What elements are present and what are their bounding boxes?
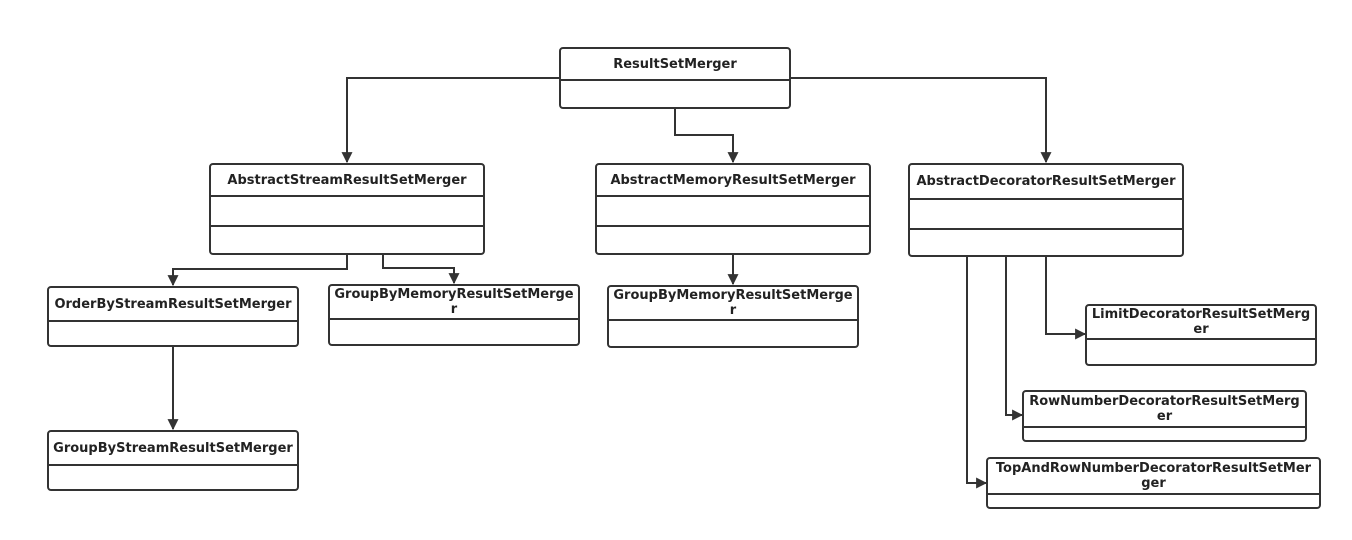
connector-stream-to-order-by-stream [167, 254, 348, 287]
class-name: GroupByMemoryResultSetMerger [334, 287, 574, 317]
connector-root-to-abstract-memory [674, 108, 739, 164]
class-methods [597, 225, 869, 253]
class-body [1024, 426, 1305, 440]
class-box-top-and-row-number-decorator: TopAndRowNumberDecoratorResultSetMerger [986, 457, 1321, 509]
connector-decorator-to-row-number [1005, 256, 1024, 421]
class-name: ResultSetMerger [613, 56, 737, 72]
class-box-result-set-merger: ResultSetMerger [559, 47, 791, 109]
class-box-limit-decorator: LimitDecoratorResultSetMerger [1085, 304, 1317, 366]
class-box-group-by-stream: GroupByStreamResultSetMerger [47, 430, 299, 491]
class-attributes [211, 195, 483, 225]
class-attributes [597, 195, 869, 225]
class-body [49, 464, 297, 489]
class-attributes [910, 198, 1182, 228]
class-body [330, 318, 578, 344]
class-name: RowNumberDecoratorResultSetMerger [1029, 394, 1300, 424]
class-box-abstract-stream: AbstractStreamResultSetMerger [209, 163, 485, 255]
class-name: GroupByStreamResultSetMerger [53, 440, 293, 456]
connector-decorator-to-top-and-row-number [966, 256, 988, 489]
connector-root-to-abstract-stream [341, 77, 560, 164]
class-name: LimitDecoratorResultSetMerger [1091, 307, 1311, 337]
class-name: AbstractMemoryResultSetMerger [610, 172, 856, 188]
class-box-abstract-decorator: AbstractDecoratorResultSetMerger [908, 163, 1184, 257]
class-methods [211, 225, 483, 253]
connector-root-to-abstract-decorator [790, 77, 1052, 164]
class-body [49, 320, 297, 345]
class-body [1087, 338, 1315, 364]
class-body [609, 319, 857, 346]
class-name: AbstractDecoratorResultSetMerger [916, 174, 1176, 189]
class-box-abstract-memory: AbstractMemoryResultSetMerger [595, 163, 871, 255]
connector-decorator-to-limit [1045, 256, 1087, 340]
connector-stream-to-group-by-memory [382, 254, 460, 285]
class-box-order-by-stream: OrderByStreamResultSetMerger [47, 286, 299, 347]
class-name: AbstractStreamResultSetMerger [227, 172, 467, 188]
class-name: GroupByMemoryResultSetMerger [613, 288, 853, 318]
class-box-group-by-memory-2: GroupByMemoryResultSetMerger [607, 285, 859, 348]
class-box-row-number-decorator: RowNumberDecoratorResultSetMerger [1022, 390, 1307, 442]
class-name: TopAndRowNumberDecoratorResultSetMerger [995, 461, 1312, 491]
class-body [988, 493, 1319, 507]
class-name: OrderByStreamResultSetMerger [54, 296, 292, 312]
class-methods [910, 228, 1182, 255]
class-body [561, 79, 789, 107]
class-box-group-by-memory-1: GroupByMemoryResultSetMerger [328, 284, 580, 346]
